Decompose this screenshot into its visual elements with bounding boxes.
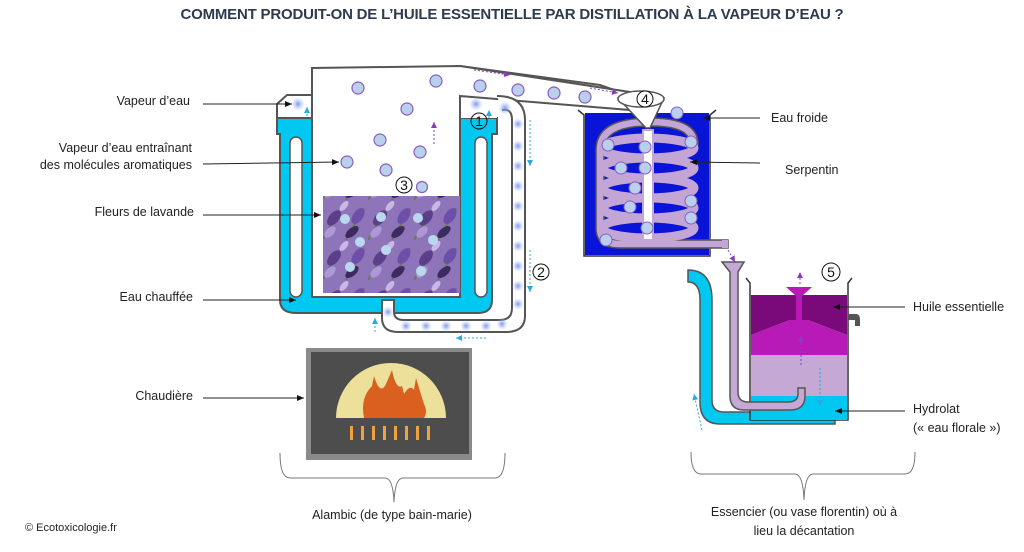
grate — [350, 426, 430, 440]
alambic — [276, 64, 631, 341]
aromatic-molecules — [340, 74, 592, 194]
label-huile-essentielle: Huile essentielle — [913, 300, 1004, 314]
label-fleurs-lavande: Fleurs de lavande — [95, 205, 194, 219]
group-label-essencier-2: lieu la décantation — [754, 524, 855, 538]
step-4: 4 — [641, 91, 649, 107]
label-vapeur-molecules-2: des molécules aromatiques — [40, 158, 192, 172]
flow-arrows — [304, 69, 619, 341]
brace-alambic — [279, 452, 506, 503]
copyright-credit: © Ecotoxicologie.fr — [25, 522, 117, 534]
flame-icon — [363, 370, 426, 418]
labels: Vapeur d’eau Vapeur d’eau entraînant des… — [40, 94, 1004, 435]
steam-bubbles — [291, 97, 524, 332]
page-title: COMMENT PRODUIT-ON DE L’HUILE ESSENTIELL… — [180, 6, 844, 23]
step-5: 5 — [827, 264, 835, 280]
label-chaudiere: Chaudière — [135, 389, 193, 403]
step-3: 3 — [400, 177, 408, 193]
label-vapeur-molecules-1: Vapeur d’eau entraînant — [59, 141, 193, 155]
steam-u-pipe — [381, 95, 526, 333]
label-hydrolat-2: (« eau florale ») — [913, 421, 1001, 435]
brace-essencier — [690, 451, 916, 501]
step-2: 2 — [537, 264, 545, 280]
group-label-alambic: Alambic (de type bain-marie) — [312, 508, 472, 522]
serpentin-coil — [595, 117, 729, 249]
step-1: 1 — [475, 113, 483, 129]
step-markers: 1 2 3 4 5 — [395, 90, 841, 282]
label-hydrolat-1: Hydrolat — [913, 402, 960, 416]
label-vapeur-eau: Vapeur d’eau — [117, 94, 190, 108]
essential-oil-layer — [751, 295, 847, 335]
label-serpentin: Serpentin — [785, 163, 839, 177]
lavender-flowers — [323, 196, 460, 293]
label-eau-chauffee: Eau chauffée — [120, 290, 193, 304]
condenser — [577, 90, 736, 263]
label-eau-froide: Eau froide — [771, 111, 828, 125]
essencier — [687, 261, 860, 431]
group-braces — [279, 451, 916, 503]
group-label-essencier-1: Essencier (ou vase florentin) où à — [711, 505, 897, 519]
chaudiere-boiler — [306, 348, 472, 460]
